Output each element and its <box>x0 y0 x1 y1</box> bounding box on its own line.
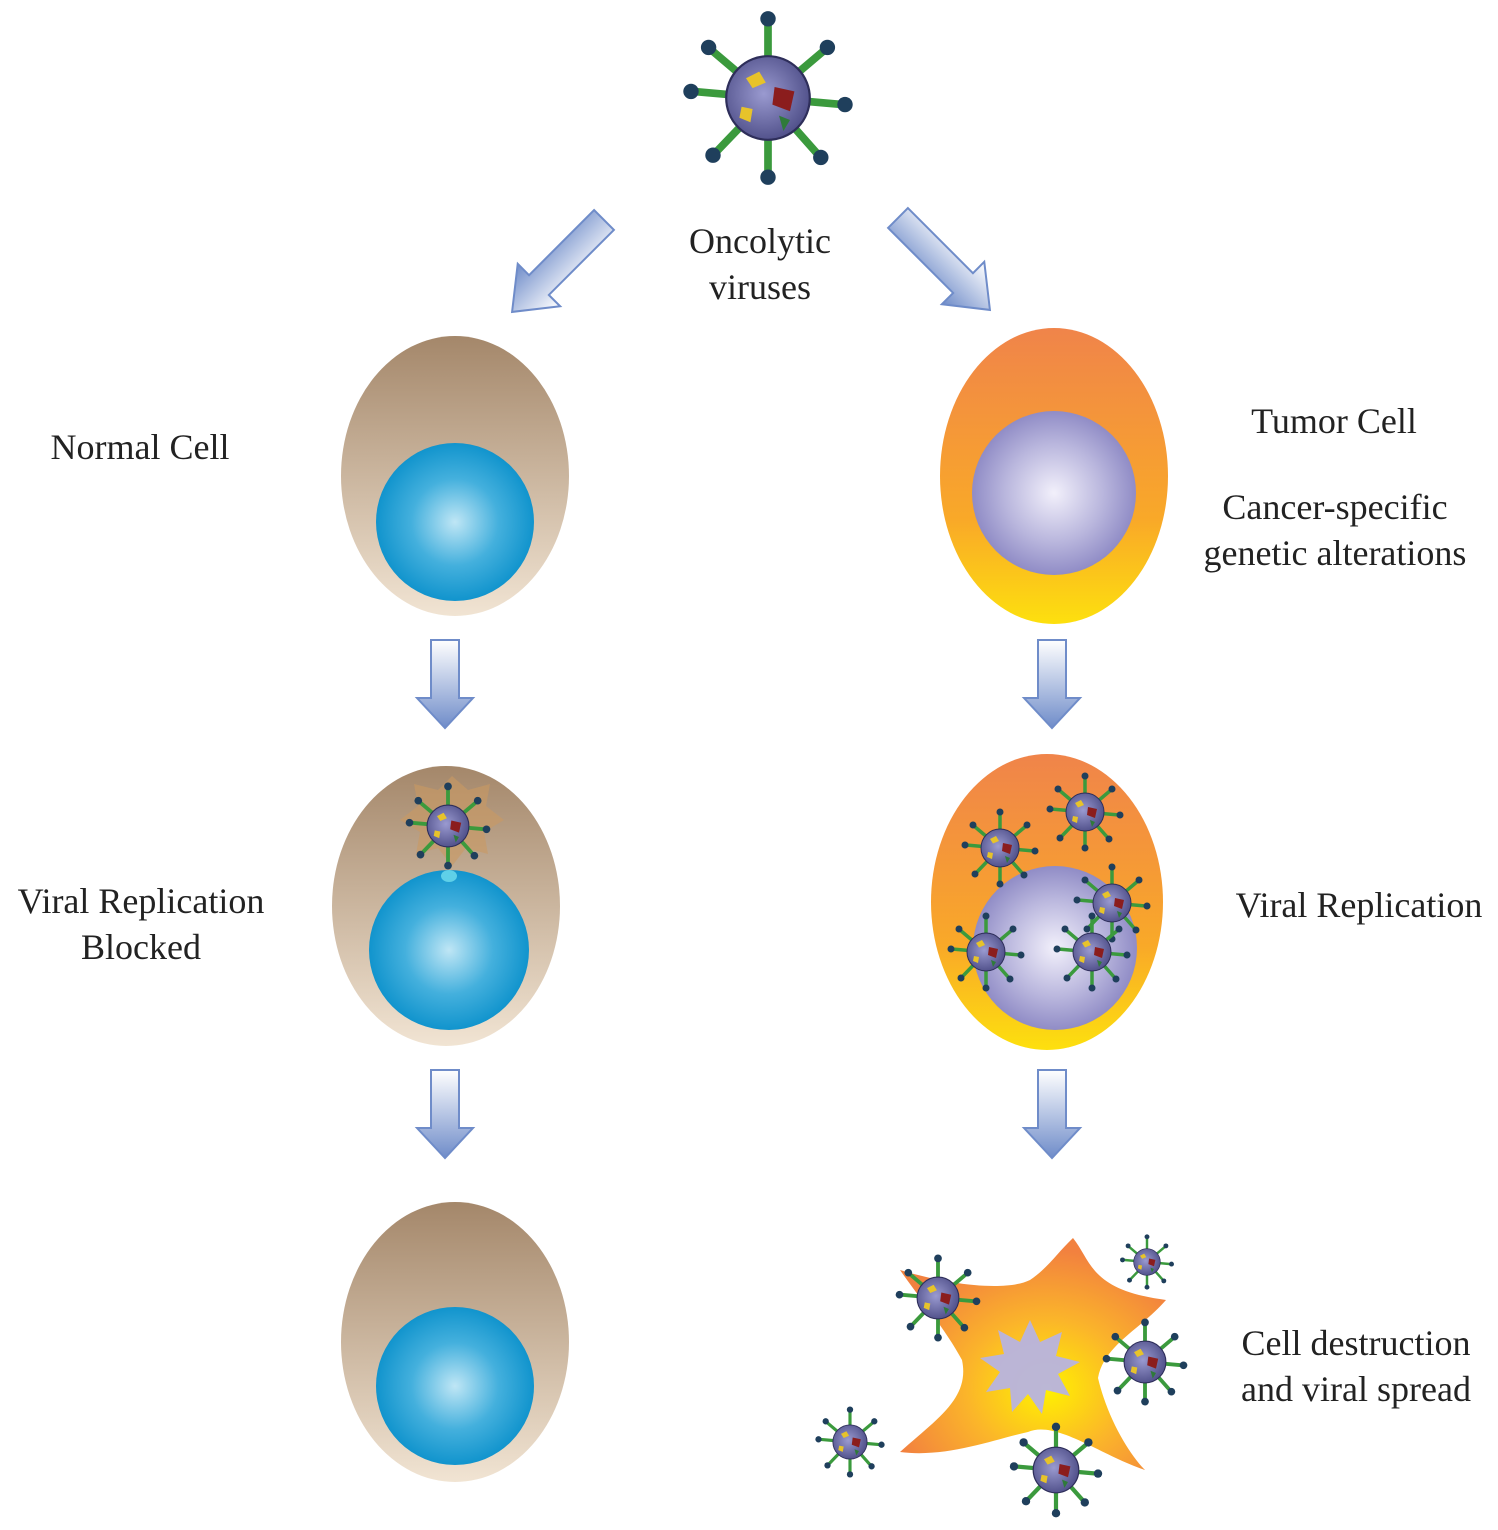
virus-icon <box>813 1404 887 1480</box>
oncolytic-viruses-label: Oncolytic viruses <box>689 221 831 307</box>
arrow-down-icon <box>1023 1069 1081 1159</box>
normal-nucleus <box>376 443 534 601</box>
cell-destruction-label: Cell destruction and viral spread <box>1241 1323 1471 1409</box>
arrow-to-tumor-cell <box>875 195 1013 333</box>
destroyed-tumor-cell <box>813 1233 1190 1517</box>
arrow-to-normal-cell <box>489 197 627 335</box>
oncolytic-virus-icon <box>683 11 852 185</box>
arrow-down-icon <box>416 639 474 729</box>
cancer-specific-label: Cancer-specific genetic alterations <box>1203 487 1467 573</box>
normal-cell-label: Normal Cell <box>50 427 230 467</box>
arrow-down-icon <box>1023 639 1081 729</box>
replication-blocked-label: Viral Replication Blocked <box>17 881 265 967</box>
normal-cell-unchanged <box>341 1202 569 1482</box>
blocked-virus-contact <box>441 870 457 882</box>
normal-cell-blocked <box>332 766 560 1046</box>
viral-replication-label: Viral Replication <box>1235 885 1483 925</box>
tumor-nucleus <box>972 411 1136 575</box>
normal-cell <box>341 336 569 616</box>
tumor-cell <box>940 328 1168 624</box>
tumor-cell-label: Tumor Cell <box>1251 401 1417 441</box>
virus-icon <box>1118 1233 1176 1291</box>
burst-icon <box>980 1320 1080 1414</box>
tumor-cell-replicating <box>931 754 1163 1050</box>
arrow-down-icon <box>416 1069 474 1159</box>
